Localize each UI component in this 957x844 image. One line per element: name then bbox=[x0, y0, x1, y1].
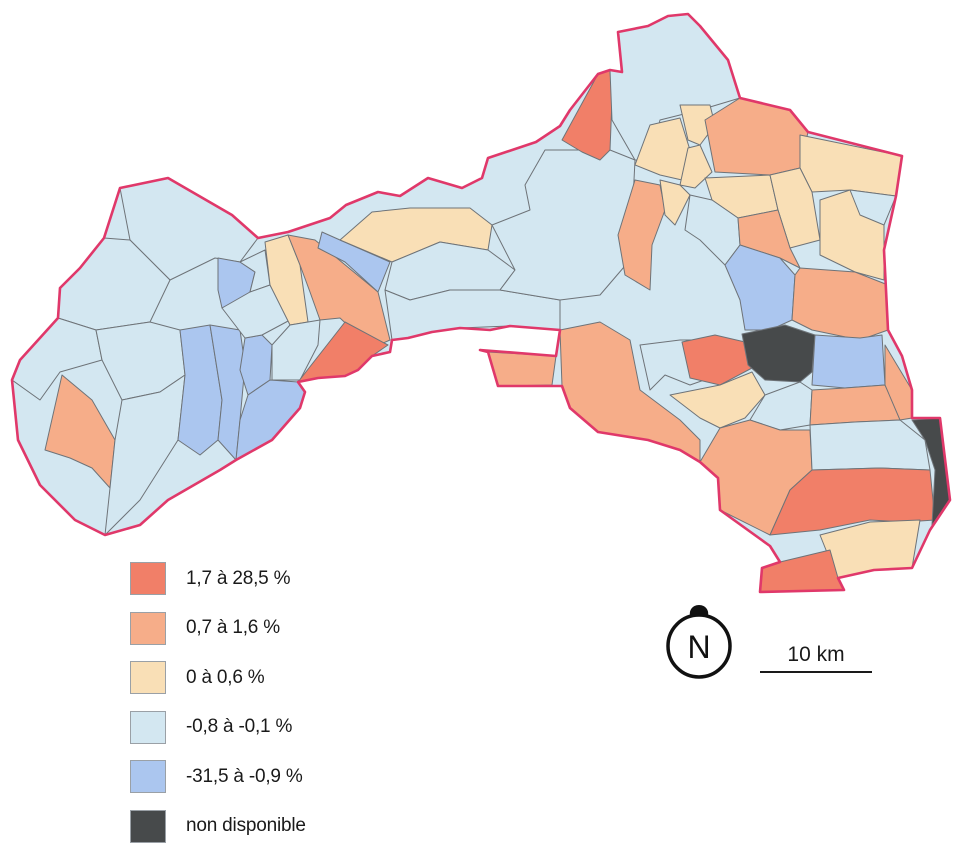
legend-label: -0,8 à -0,1 % bbox=[186, 716, 293, 738]
legend-item: -0,8 à -0,1 % bbox=[130, 710, 306, 744]
north-arrow-label: N bbox=[687, 629, 710, 665]
commune-se-16 bbox=[759, 549, 845, 592]
legend-item: -31,5 à -0,9 % bbox=[130, 760, 306, 794]
legend-label: -31,5 à -0,9 % bbox=[186, 765, 303, 787]
commune-ne-9 bbox=[849, 189, 897, 226]
legend-swatch bbox=[130, 562, 166, 595]
commune-se-5 bbox=[669, 371, 766, 429]
legend-item: 0 à 0,6 % bbox=[130, 661, 306, 695]
commune-ne-3 bbox=[679, 144, 713, 189]
commune-se-6 bbox=[741, 324, 816, 383]
commune-ne-11 bbox=[659, 179, 691, 226]
legend-item: 1,7 à 28,5 % bbox=[130, 562, 306, 595]
legend-item: 0,7 à 1,6 % bbox=[130, 611, 306, 645]
legend: 1,7 à 28,5 % 0,7 à 1,6 % 0 à 0,6 % -0,8 … bbox=[130, 562, 306, 843]
legend-label: non disponible bbox=[186, 815, 306, 837]
commune-se-9 bbox=[809, 384, 901, 426]
scale-bar-line bbox=[760, 671, 872, 673]
legend-label: 0 à 0,6 % bbox=[186, 666, 265, 688]
legend-label: 0,7 à 1,6 % bbox=[186, 617, 280, 639]
scale-bar: 10 km bbox=[760, 643, 872, 673]
scale-bar-label: 10 km bbox=[787, 643, 845, 666]
commune-se-7 bbox=[811, 334, 886, 389]
commune-w-5 bbox=[104, 374, 186, 536]
legend-swatch bbox=[130, 661, 166, 695]
legend-label: 1,7 à 28,5 % bbox=[186, 567, 291, 589]
legend-swatch bbox=[130, 611, 166, 645]
north-arrow-icon: N bbox=[666, 605, 732, 679]
commune-w-2 bbox=[12, 317, 103, 401]
legend-swatch bbox=[130, 809, 166, 843]
commune-se-12 bbox=[884, 344, 913, 421]
commune-se-2 bbox=[487, 351, 557, 387]
legend-swatch bbox=[130, 760, 166, 794]
legend-swatch bbox=[130, 710, 166, 744]
legend-item: non disponible bbox=[130, 809, 306, 843]
